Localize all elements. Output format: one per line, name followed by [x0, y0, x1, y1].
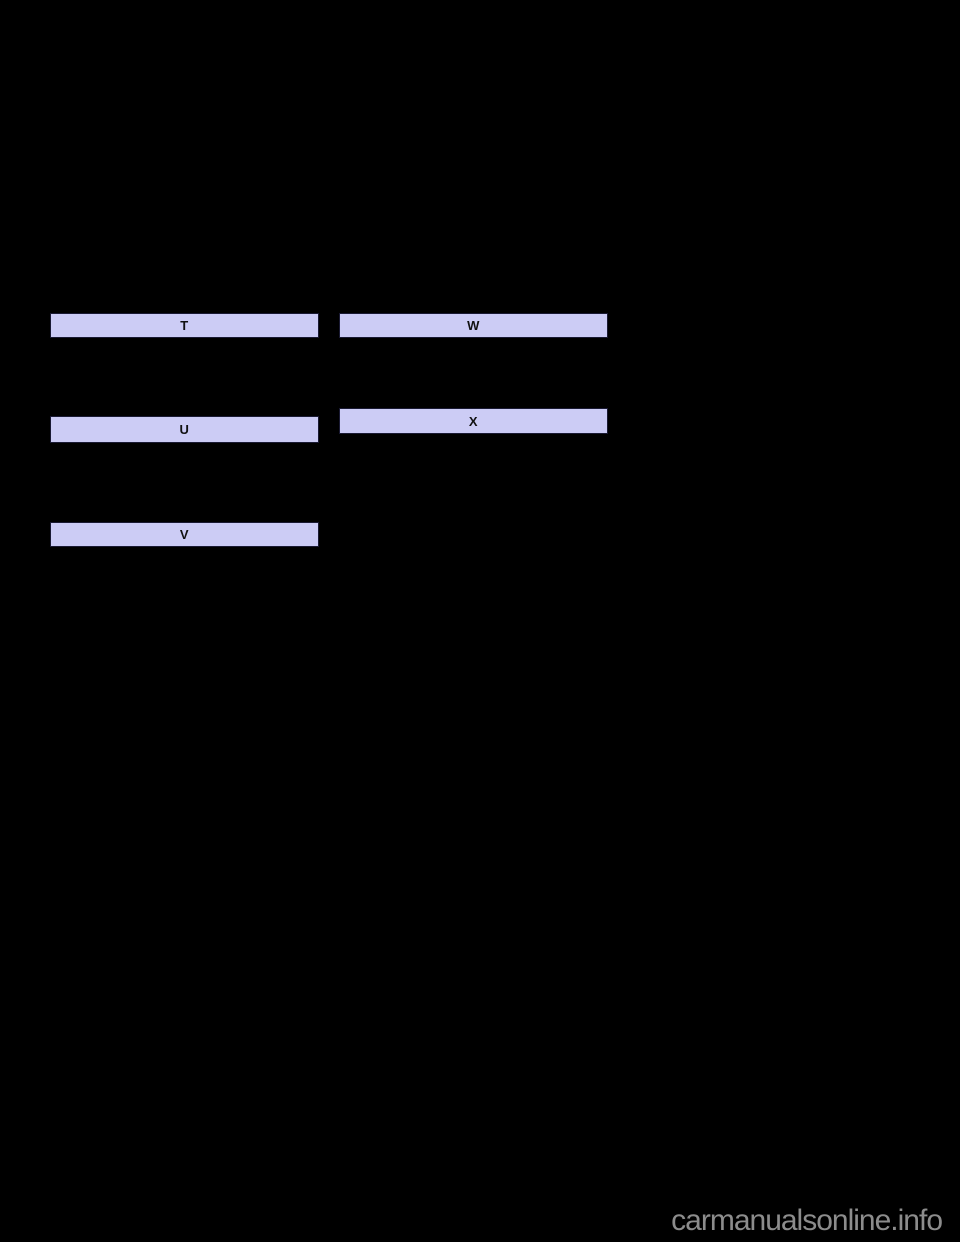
section-header-x: X	[339, 408, 608, 434]
section-header-w: W	[339, 313, 608, 338]
section-header-t: T	[50, 313, 319, 338]
section-header-v: V	[50, 522, 319, 547]
watermark-text: carmanualsonline.info	[671, 1204, 943, 1237]
section-header-u: U	[50, 416, 319, 443]
